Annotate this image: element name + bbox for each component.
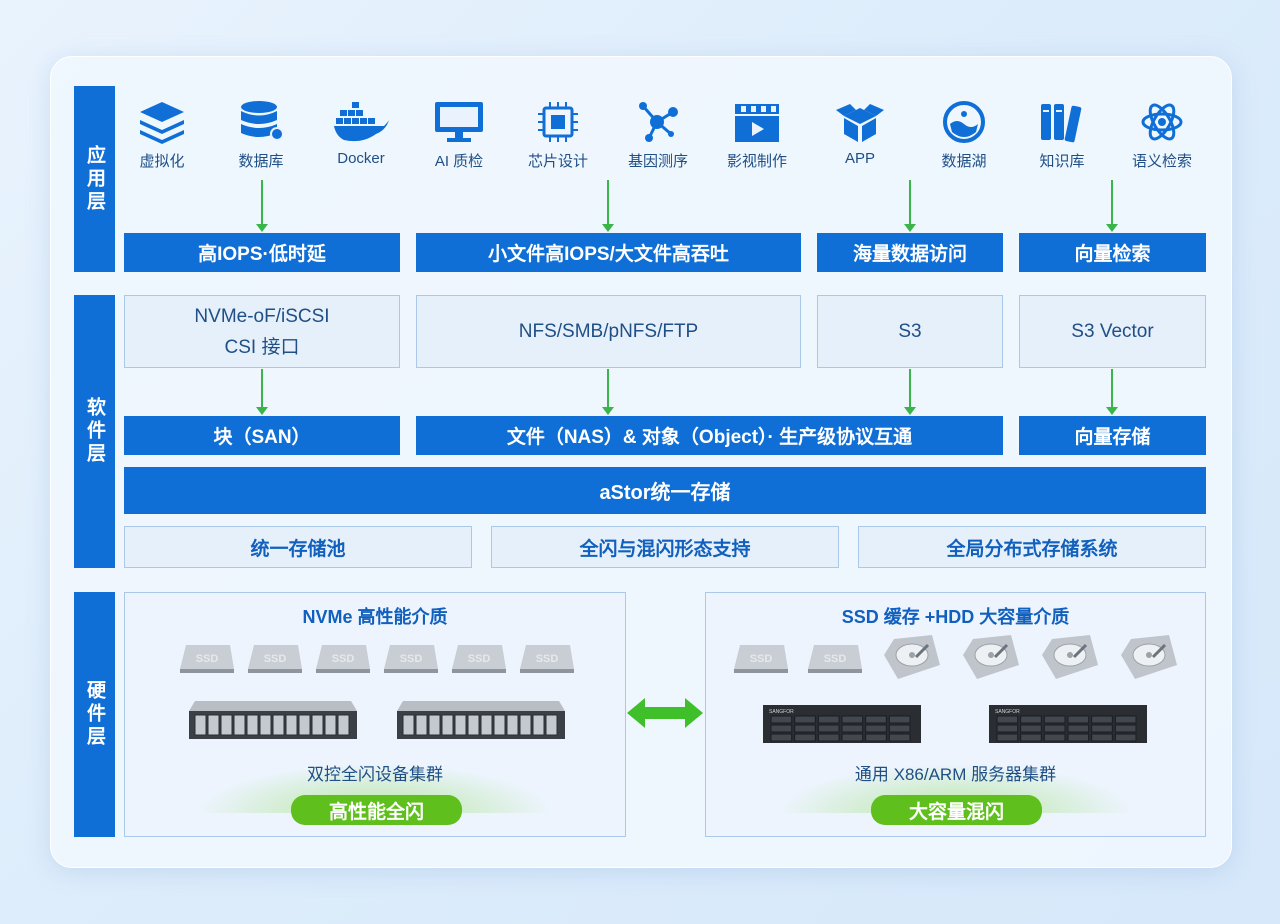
hdd-drive-icon	[884, 635, 940, 679]
app-virtualization: 虚拟化	[112, 100, 212, 171]
hardware-title: NVMe 高性能介质	[302, 607, 448, 627]
arrow-down	[904, 369, 916, 415]
core-storage-bar: aStor统一存储	[124, 467, 1206, 514]
app-label: APP	[844, 150, 875, 167]
lake-icon	[943, 101, 985, 143]
hdd-drive-icon	[1121, 635, 1177, 679]
ssd-drive-icon: SSD	[180, 645, 234, 673]
app-label: 虚拟化	[139, 153, 185, 170]
svg-text:SANGFOR: SANGFOR	[769, 709, 794, 715]
layer-tag-software: 软件层	[74, 295, 115, 568]
svg-text:SANGFOR: SANGFOR	[995, 709, 1020, 715]
hardware-title: SSD 缓存 +HDD 大容量介质	[841, 607, 1070, 627]
svg-text:SSD: SSD	[400, 653, 423, 665]
arrow-down	[256, 369, 268, 415]
arrow-down	[904, 180, 916, 232]
app-label: 基因测序	[627, 153, 688, 170]
docker-icon	[334, 102, 389, 142]
app-label: Docker	[337, 150, 385, 167]
molecule-icon	[639, 102, 678, 142]
app-semantic-search: 语义检索	[1112, 100, 1212, 171]
protocol-line: CSI 接口	[224, 336, 300, 358]
ssd-drive-icon: SSD	[248, 645, 302, 673]
requirement-bar: 海量数据访问	[817, 233, 1003, 272]
arrow-down	[602, 369, 614, 415]
hardware-subtitle: 双控全闪设备集群	[307, 765, 443, 784]
bidirectional-arrow-icon	[627, 698, 703, 728]
protocol-box: NFS/SMB/pNFS/FTP	[416, 295, 801, 368]
app-label: AI 质检	[434, 153, 484, 170]
atom-icon	[1141, 103, 1183, 141]
ssd-drive-icon: SSD	[384, 645, 438, 673]
feature-box: 全闪与混闪形态支持	[491, 526, 839, 568]
svg-text:SSD: SSD	[468, 653, 491, 665]
ssd-drive-icon: SSD	[808, 645, 862, 673]
layer-tag-app: 应用层	[74, 86, 115, 272]
storage-type-block: 块（SAN）	[124, 416, 400, 455]
feature-box: 全局分布式存储系统	[858, 526, 1206, 568]
app-label: 数据库	[238, 153, 284, 170]
app-data-lake: 数据湖	[914, 100, 1014, 171]
film-icon	[735, 104, 779, 142]
app-app: APP	[810, 100, 910, 167]
database-icon	[241, 101, 284, 141]
hardware-box-all-flash: NVMe 高性能介质 SSD SSD SSD SSD SSD SSD 双控全闪设备集群 高…	[124, 592, 626, 837]
app-film-production: 影视制作	[707, 100, 807, 171]
app-label: 芯片设计	[527, 153, 588, 170]
storage-type-file-object: 文件（NAS）& 对象（Object）· 生产级协议互通	[416, 416, 1003, 455]
protocol-box: S3	[817, 295, 1003, 368]
ssd-drive-icon: SSD	[520, 645, 574, 673]
app-label: 影视制作	[726, 153, 787, 170]
storage-server-icon	[189, 701, 357, 739]
storage-type-vector: 向量存储	[1019, 416, 1206, 455]
requirement-bar: 向量检索	[1019, 233, 1206, 272]
protocol-box: S3 Vector	[1019, 295, 1206, 368]
arrow-down	[1106, 369, 1118, 415]
hdd-drive-icon	[1042, 635, 1098, 679]
protocol-line: S3	[898, 321, 922, 342]
requirement-bar: 小文件高IOPS/大文件高吞吐	[416, 233, 801, 272]
svg-text:SSD: SSD	[332, 653, 355, 665]
svg-text:SSD: SSD	[196, 653, 219, 665]
storage-server-icon	[397, 701, 565, 739]
protocol-box: NVMe-oF/iSCSI CSI 接口	[124, 295, 400, 368]
arrow-down	[256, 180, 268, 232]
svg-text:SSD: SSD	[824, 653, 847, 665]
app-label: 数据湖	[941, 153, 987, 170]
layer-tag-hardware: 硬件层	[74, 592, 115, 837]
app-docker: Docker	[311, 100, 411, 167]
arrow-down	[1106, 180, 1118, 232]
requirement-bar: 高IOPS·低时延	[124, 233, 400, 272]
app-database: 数据库	[211, 100, 311, 171]
layers-icon	[140, 102, 184, 144]
feature-box: 统一存储池	[124, 526, 472, 568]
ssd-drive-icon: SSD	[452, 645, 506, 673]
badge-high-performance: 高性能全闪	[291, 795, 462, 825]
ssd-drive-icon: SSD	[734, 645, 788, 673]
protocol-line: S3 Vector	[1071, 321, 1154, 342]
chip-icon	[538, 102, 578, 142]
badge-high-capacity: 大容量混闪	[871, 795, 1042, 825]
ssd-drive-icon: SSD	[316, 645, 370, 673]
app-ai-inspection: AI 质检	[409, 100, 509, 171]
cube-icon	[836, 104, 884, 142]
protocol-line: NFS/SMB/pNFS/FTP	[518, 321, 699, 342]
books-icon	[1041, 104, 1082, 143]
storage-server-icon: SANGFOR	[989, 705, 1147, 743]
app-gene-sequencing: 基因测序	[608, 100, 708, 171]
monitor-icon	[435, 102, 483, 142]
storage-server-icon: SANGFOR	[763, 705, 921, 743]
app-chip-design: 芯片设计	[508, 100, 608, 171]
hardware-subtitle: 通用 X86/ARM 服务器集群	[854, 765, 1057, 784]
app-label: 语义检索	[1131, 153, 1192, 170]
arrow-down	[602, 180, 614, 232]
protocol-line: NVMe-oF/iSCSI	[194, 305, 330, 327]
hdd-drive-icon	[963, 635, 1019, 679]
app-label: 知识库	[1039, 153, 1085, 170]
svg-text:SSD: SSD	[750, 653, 773, 665]
app-knowledge-base: 知识库	[1012, 100, 1112, 171]
svg-text:SSD: SSD	[536, 653, 559, 665]
svg-text:SSD: SSD	[264, 653, 287, 665]
